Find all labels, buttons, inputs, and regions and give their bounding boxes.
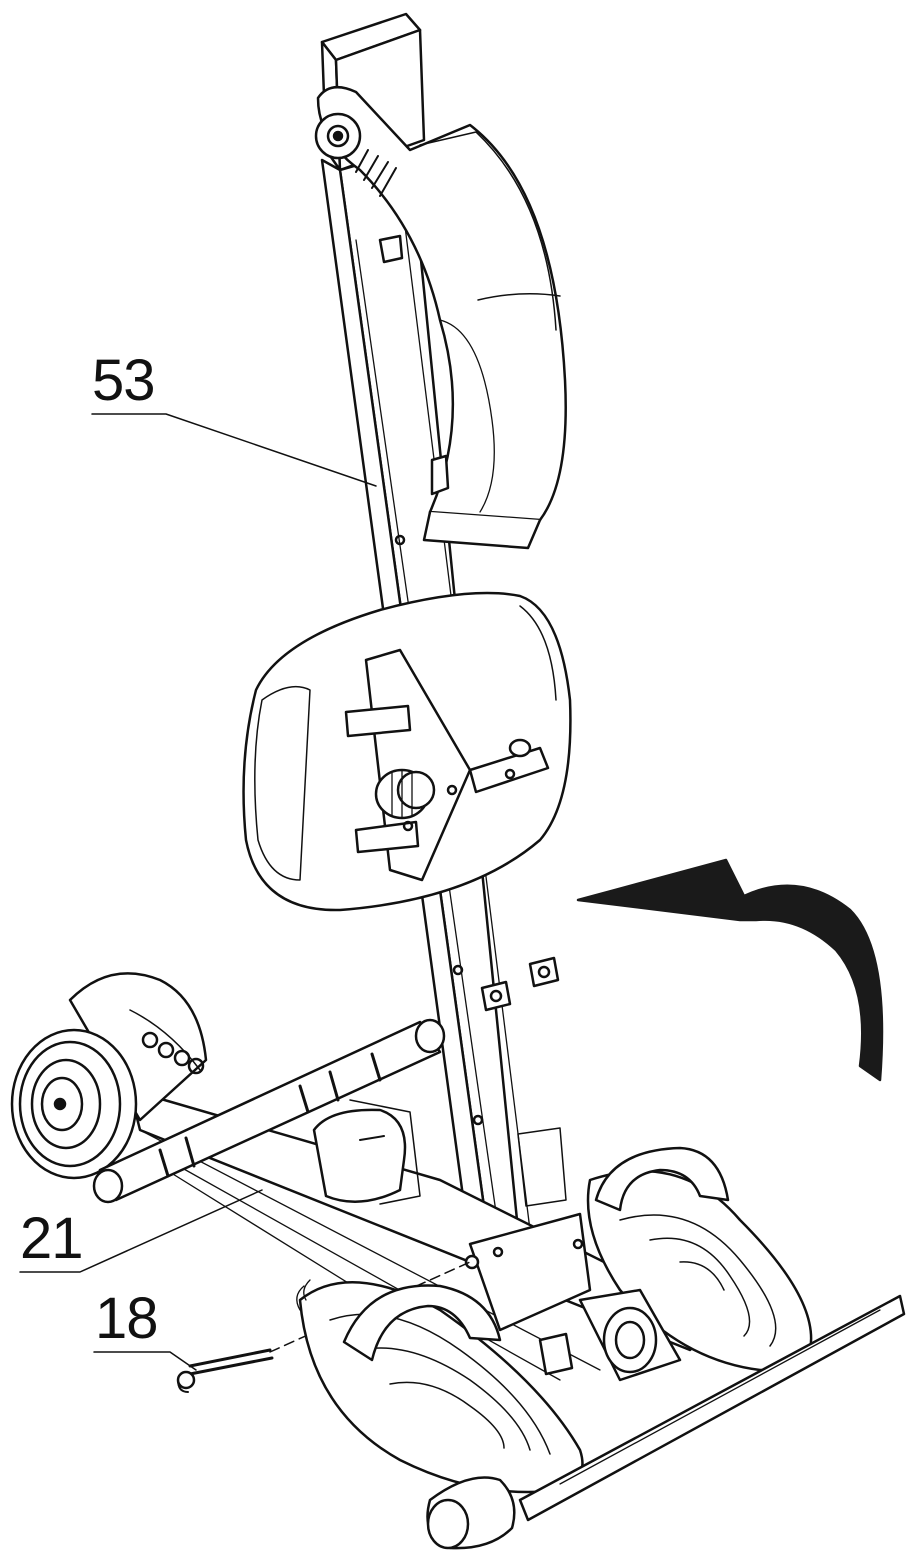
cross-handlebar: [92, 1018, 446, 1204]
flywheel-assembly: [10, 972, 208, 1180]
callout-label-53: 53: [92, 348, 156, 413]
callout-label-18: 18: [95, 1286, 159, 1351]
left-pedal: [296, 1279, 584, 1494]
callout-label-21: 21: [20, 1206, 84, 1271]
stabilizer-plate: [518, 1294, 906, 1522]
curved-handle-pad: [314, 85, 567, 550]
motor-housing: [312, 1099, 421, 1205]
front-roller: [426, 1476, 516, 1550]
pin-part-18: [176, 1348, 274, 1393]
rotation-arrow: [576, 858, 884, 1082]
rear-pulley: [538, 1288, 682, 1382]
leader-53: [91, 413, 377, 487]
leader-21: [19, 1189, 263, 1273]
leader-lines: [19, 413, 377, 1371]
mounting-bracket: [344, 648, 550, 882]
leader-18: [93, 1351, 197, 1371]
